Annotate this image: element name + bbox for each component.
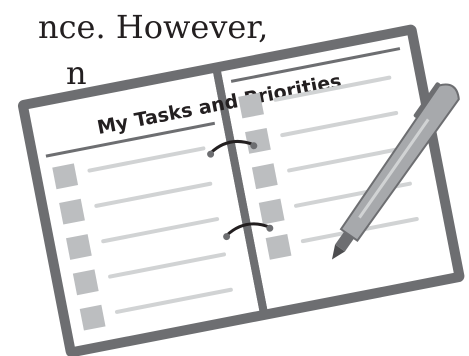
- right-task-line: [287, 146, 406, 173]
- notebook-spine: [213, 71, 268, 311]
- right-task-line: [273, 75, 392, 102]
- binder-ring-icon: [223, 222, 274, 241]
- left-task-row: [72, 252, 226, 296]
- left-task-row: [59, 181, 213, 225]
- left-task-line: [94, 181, 213, 208]
- left-task-checkbox[interactable]: [65, 234, 92, 260]
- left-task-line: [101, 217, 220, 244]
- left-task-checkbox[interactable]: [79, 304, 106, 331]
- right-task-checkbox[interactable]: [238, 92, 264, 119]
- right-header-rule: [230, 47, 401, 83]
- right-task-row: [251, 146, 406, 190]
- right-task-checkbox[interactable]: [251, 163, 278, 190]
- right-task-checkbox[interactable]: [265, 233, 292, 260]
- left-task-row: [79, 287, 233, 331]
- left-task-line: [87, 146, 206, 173]
- left-task-checkbox[interactable]: [59, 198, 85, 225]
- right-task-checkbox[interactable]: [258, 198, 285, 225]
- paragraph-line-2: n: [66, 54, 87, 92]
- planner-notebook: My Tasks and Priorities: [17, 24, 465, 356]
- left-task-line: [108, 252, 226, 279]
- paragraph-line-1: nce. However,: [38, 8, 269, 46]
- left-task-checkbox[interactable]: [72, 269, 99, 296]
- left-task-row: [52, 146, 206, 190]
- right-task-checkbox[interactable]: [245, 127, 271, 154]
- left-task-line: [114, 287, 233, 314]
- left-header-rule: [45, 121, 216, 158]
- right-task-line: [280, 110, 399, 138]
- pen-icon: [331, 82, 460, 260]
- right-task-row: [238, 75, 392, 119]
- left-task-checkbox[interactable]: [52, 163, 79, 190]
- left-task-row: [65, 217, 220, 260]
- binder-ring-icon: [207, 139, 258, 158]
- left-task-list: [52, 146, 233, 331]
